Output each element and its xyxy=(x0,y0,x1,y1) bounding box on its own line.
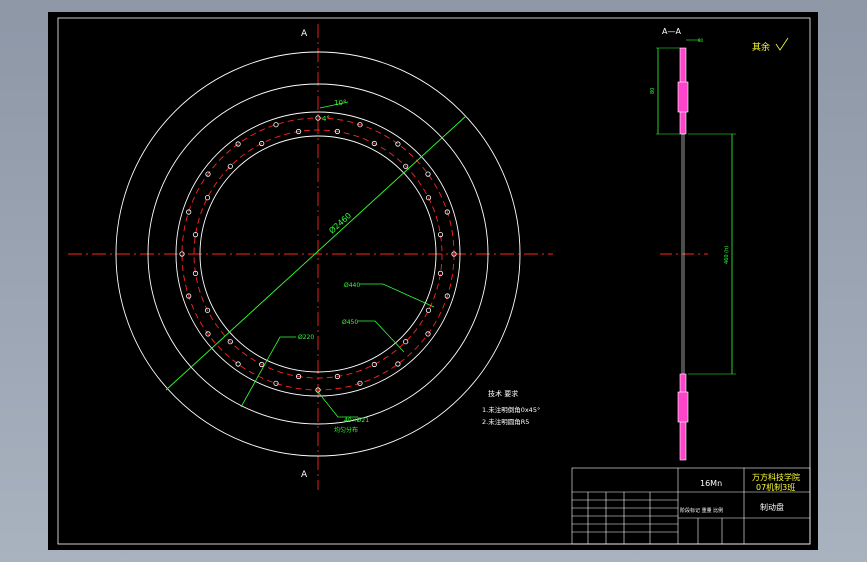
dim-long-text: 460 (h) xyxy=(724,246,730,264)
inner-circle xyxy=(199,135,437,373)
bolt-hole xyxy=(425,195,432,201)
section-mark-top: A xyxy=(301,29,308,39)
bolt-hole xyxy=(395,141,401,147)
bolt-hole xyxy=(437,232,444,238)
tech-req-item-1: 1.未注明倒角0x45° xyxy=(482,405,540,414)
bolt-hole xyxy=(273,122,279,128)
bolt-ring-outer-circle xyxy=(175,111,461,397)
roughness-note: 其余 xyxy=(752,41,770,53)
section-hatch-top-thick xyxy=(677,81,689,113)
bolt-hole xyxy=(357,122,363,128)
tech-req-title: 技术 要求 xyxy=(488,389,518,398)
leader-inner-ring xyxy=(358,320,405,353)
bolt-hole xyxy=(296,128,302,135)
dim-mid-text: 80 xyxy=(698,38,704,43)
bolt-hole xyxy=(425,307,432,313)
bolt-hole xyxy=(371,361,377,368)
bolt-hole xyxy=(235,361,241,367)
pitch-circle-outer xyxy=(181,117,455,391)
title-part-name: 制动盘 xyxy=(760,502,784,512)
bolt-hole xyxy=(259,140,265,147)
bolt-hole xyxy=(334,373,340,380)
hole-note: 均匀分布 xyxy=(334,426,358,434)
angle-dim-line-1 xyxy=(319,101,349,109)
bolt-hole xyxy=(227,163,233,169)
bolt-hole xyxy=(205,331,211,337)
dim-bolt-circle: Ø440 xyxy=(344,282,360,289)
bolt-hole xyxy=(371,140,377,147)
cad-drawing: Ø2460 10° 4° Ø440 Ø450 Ø220 40×Ø21 均匀分布 … xyxy=(57,17,811,545)
bolt-hole xyxy=(273,380,279,386)
dim-top-text: 80 xyxy=(650,88,656,94)
bolt-hole xyxy=(444,209,450,215)
bolt-hole xyxy=(204,307,211,313)
bolt-hole xyxy=(357,380,363,386)
title-school: 万方科技学院 xyxy=(752,472,800,482)
bolt-hole xyxy=(186,293,192,299)
diameter-dimension-line xyxy=(165,115,467,391)
section-view: A—A 80 460 (h) 80 其余 xyxy=(650,27,789,461)
leader-holes xyxy=(317,391,358,418)
middle-circle xyxy=(147,83,489,425)
section-mark-bottom: A xyxy=(301,470,308,480)
title-class: 07机制3班 xyxy=(756,482,795,492)
hole-spec: 40×Ø21 xyxy=(344,417,369,424)
leader-inner xyxy=(240,336,296,408)
bolt-hole xyxy=(204,195,211,201)
bolt-hole xyxy=(451,251,457,257)
section-label: A—A xyxy=(662,27,681,36)
bolt-hole xyxy=(296,373,302,380)
bolt-hole xyxy=(425,331,431,337)
bolt-hole xyxy=(395,361,401,367)
bolt-hole xyxy=(334,128,340,135)
leader-bolt-circle xyxy=(360,283,435,308)
bolt-hole xyxy=(315,115,321,121)
dim-inner: Ø220 xyxy=(298,334,314,341)
outer-circle xyxy=(115,51,521,457)
tech-req-item-2: 2.未注明圆角R5 xyxy=(482,417,529,426)
title-block xyxy=(571,467,811,545)
dim-inner-ring: Ø450 xyxy=(342,319,358,326)
angle-dim-4: 4° xyxy=(322,115,330,123)
bolt-hole xyxy=(403,339,409,345)
pitch-circle-inner xyxy=(193,129,443,379)
angle-dim-10: 10° xyxy=(334,99,346,107)
bolt-hole xyxy=(437,270,444,276)
drawing-border xyxy=(57,17,811,545)
bolt-hole xyxy=(425,171,431,177)
bolt-hole xyxy=(235,141,241,147)
bolt-hole xyxy=(259,361,265,368)
bolt-hole xyxy=(403,163,409,169)
title-stage-row: 阶段标记 重量 比例 xyxy=(680,507,723,514)
bolt-hole xyxy=(227,339,233,345)
bolt-hole xyxy=(186,209,192,215)
bolt-hole xyxy=(179,251,185,257)
bolt-hole xyxy=(192,232,199,238)
bolt-hole xyxy=(192,270,199,276)
title-block-frame xyxy=(571,467,811,545)
bolt-hole-group xyxy=(179,115,457,393)
title-material: 16Mn xyxy=(700,479,722,488)
roughness-symbol-icon xyxy=(775,37,789,51)
drawing-sheet: Ø2460 10° 4° Ø440 Ø450 Ø220 40×Ø21 均匀分布 … xyxy=(48,12,818,550)
bolt-hole xyxy=(444,293,450,299)
section-hatch-bottom-thick xyxy=(677,391,689,423)
bolt-hole xyxy=(205,171,211,177)
plan-view: Ø2460 10° 4° Ø440 Ø450 Ø220 40×Ø21 均匀分布 … xyxy=(68,24,553,490)
